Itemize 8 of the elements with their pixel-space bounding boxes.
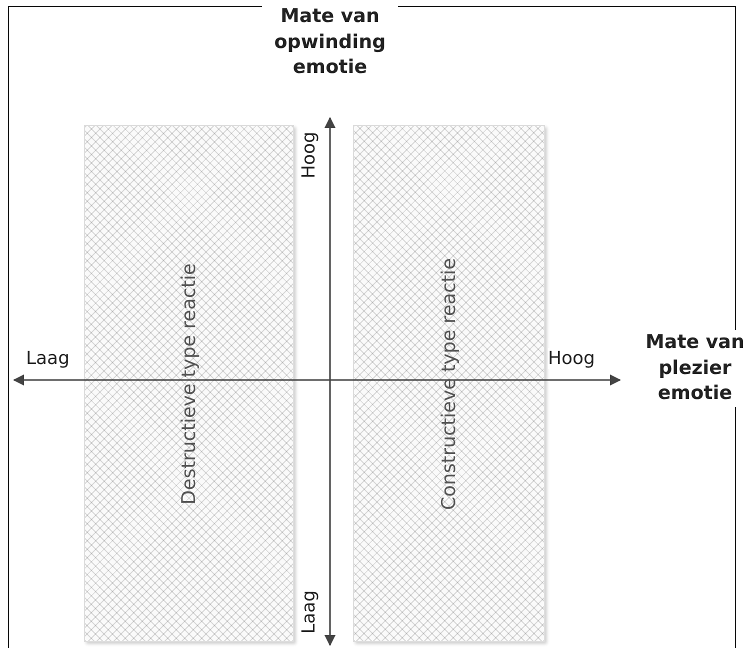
band-label: Constructieve type reactie	[438, 257, 460, 510]
axis-end-label: Laag	[298, 590, 320, 634]
hatched-band	[353, 125, 545, 642]
band-label: Destructieve type reactie	[178, 262, 200, 504]
hatched-band	[84, 125, 294, 642]
axis-end-label: Hoog	[548, 348, 595, 369]
axis-end-label: Hoog	[298, 132, 320, 178]
axis-end-label: Laag	[26, 348, 70, 369]
